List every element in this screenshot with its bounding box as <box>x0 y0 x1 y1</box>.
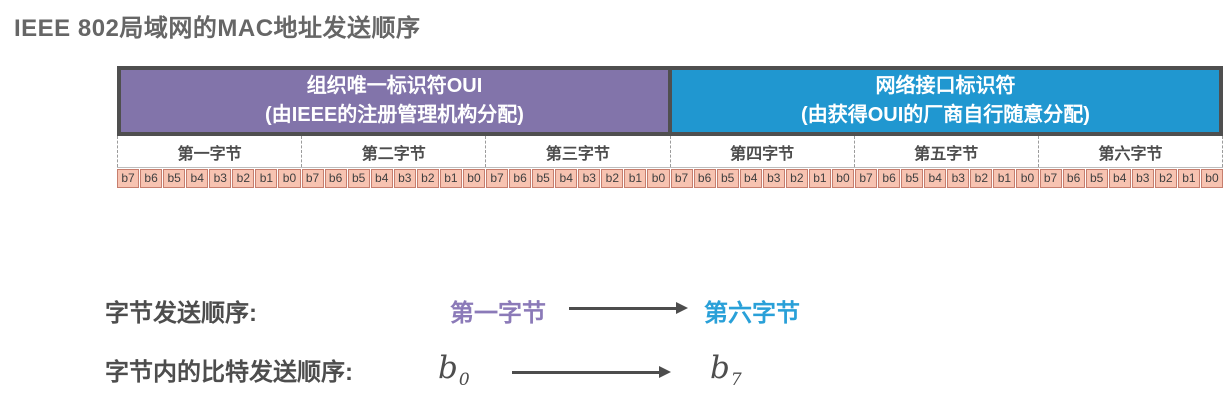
bit-cell: b5 <box>163 169 186 188</box>
bit-cell: b2 <box>785 169 808 188</box>
bit-cell: b0 <box>647 169 670 188</box>
byte-row: 第一字节第二字节第三字节第四字节第五字节第六字节 <box>117 136 1224 168</box>
byte-cell: 第二字节 <box>302 136 487 167</box>
bit-cell: b5 <box>532 169 555 188</box>
bit-cell: b1 <box>624 169 647 188</box>
bit-symbol-subscript: 7 <box>730 370 742 390</box>
bit-cell: b0 <box>1016 169 1039 188</box>
bit-cell: b3 <box>578 169 601 188</box>
bit-cell: b4 <box>186 169 209 188</box>
bit-cell: b3 <box>393 169 416 188</box>
bit-cell: b7 <box>486 169 509 188</box>
oui-section-header: 组织唯一标识符OUI (由IEEE的注册管理机构分配) <box>121 70 668 132</box>
bit-symbol-base: b <box>710 350 730 386</box>
bit-cell: b2 <box>416 169 439 188</box>
bit-cell: b7 <box>670 169 693 188</box>
oui-section-title: 组织唯一标识符OUI <box>306 75 483 97</box>
bit-cell: b3 <box>209 169 232 188</box>
bit-cell: b1 <box>993 169 1016 188</box>
byte-cell: 第六字节 <box>1039 136 1224 167</box>
nic-section-title: 网络接口标识符 <box>875 75 1016 97</box>
bit-cell: b6 <box>509 169 532 188</box>
byte-send-order-row: 字节发送顺序: 第一字节 第六字节 <box>0 293 1226 335</box>
oui-section-subtitle: (由IEEE的注册管理机构分配) <box>265 104 524 126</box>
bit-cell: b0 <box>462 169 485 188</box>
bit-cell: b2 <box>232 169 255 188</box>
mac-address-table: 组织唯一标识符OUI (由IEEE的注册管理机构分配) 网络接口标识符 (由获得… <box>117 66 1224 188</box>
page-title: IEEE 802局域网的MAC地址发送顺序 <box>14 15 421 42</box>
bit-cell: b6 <box>324 169 347 188</box>
bit-cell: b2 <box>1154 169 1177 188</box>
bit-cell: b7 <box>117 169 140 188</box>
byte-send-order-to: 第六字节 <box>704 300 800 327</box>
bit-cell: b7 <box>1039 169 1062 188</box>
bit-send-order-row: 字节内的比特发送顺序: b0 b7 <box>0 350 1226 394</box>
bit-send-order-to: b7 <box>710 350 742 389</box>
bit-cell: b2 <box>970 169 993 188</box>
bit-cell: b7 <box>855 169 878 188</box>
bit-cell: b5 <box>1085 169 1108 188</box>
bit-cell: b6 <box>693 169 716 188</box>
bit-cell: b2 <box>601 169 624 188</box>
bit-symbol-subscript: 0 <box>458 370 470 390</box>
byte-cell: 第五字节 <box>855 136 1039 167</box>
bit-cell: b5 <box>901 169 924 188</box>
bit-cell: b4 <box>370 169 393 188</box>
bit-cell: b6 <box>1062 169 1085 188</box>
bit-cell: b1 <box>808 169 831 188</box>
nic-section-header: 网络接口标识符 (由获得OUI的厂商自行随意分配) <box>672 70 1219 132</box>
bit-send-order-from: b0 <box>438 350 470 389</box>
bit-cell: b3 <box>762 169 785 188</box>
bit-cell: b5 <box>716 169 739 188</box>
nic-section-subtitle: (由获得OUI的厂商自行随意分配) <box>801 104 1090 126</box>
bit-send-order-label: 字节内的比特发送顺序: <box>105 359 353 386</box>
bit-cell: b0 <box>278 169 301 188</box>
right-arrow-icon <box>569 302 688 314</box>
bit-cell: b5 <box>347 169 370 188</box>
bit-cell: b0 <box>1200 169 1223 188</box>
bit-cell: b4 <box>555 169 578 188</box>
bit-cell: b6 <box>140 169 163 188</box>
byte-cell: 第三字节 <box>486 136 671 167</box>
bit-cell: b0 <box>831 169 854 188</box>
bit-cell: b1 <box>255 169 278 188</box>
bit-cell: b6 <box>878 169 901 188</box>
bit-cell: b1 <box>1177 169 1200 188</box>
right-arrow-icon <box>512 366 671 378</box>
byte-cell: 第四字节 <box>671 136 855 167</box>
bit-cell: b3 <box>1131 169 1154 188</box>
bit-cell: b4 <box>1108 169 1131 188</box>
bit-symbol-base: b <box>438 350 458 386</box>
byte-send-order-from: 第一字节 <box>450 300 546 327</box>
byte-cell: 第一字节 <box>117 136 303 167</box>
bit-cell: b3 <box>947 169 970 188</box>
bit-cell: b1 <box>439 169 462 188</box>
bit-cell: b7 <box>301 169 324 188</box>
table-header-row: 组织唯一标识符OUI (由IEEE的注册管理机构分配) 网络接口标识符 (由获得… <box>117 66 1223 136</box>
byte-send-order-label: 字节发送顺序: <box>105 300 257 327</box>
bit-cell: b4 <box>739 169 762 188</box>
bit-cell: b4 <box>924 169 947 188</box>
